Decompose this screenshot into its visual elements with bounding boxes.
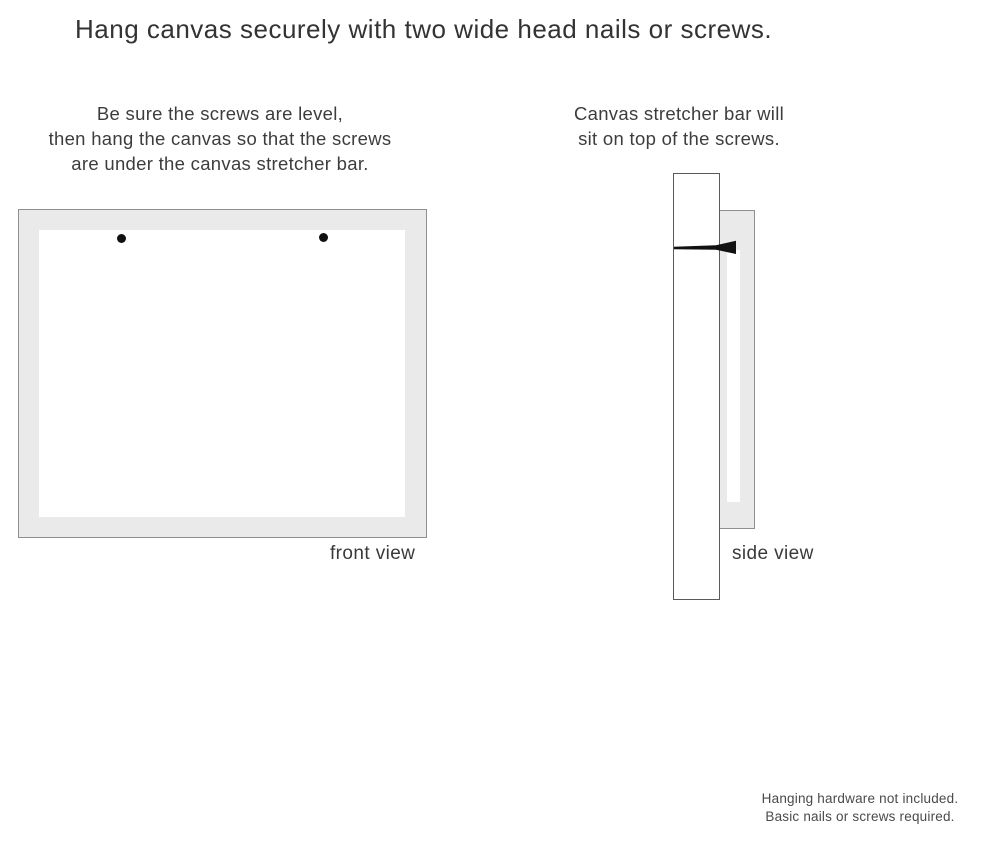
screw-right-icon — [319, 233, 328, 242]
stretcher-bar — [673, 173, 720, 600]
side-note-line-2: sit on top of the screws. — [578, 128, 780, 149]
front-view-canvas-inner-panel — [39, 230, 405, 517]
disclaimer-line-1: Hanging hardware not included. — [761, 791, 959, 806]
page-title: Hang canvas securely with two wide head … — [75, 14, 773, 44]
side-view-canvas-inner-panel — [727, 250, 740, 502]
side-view-label: side view — [732, 543, 814, 564]
side-view-canvas-frame — [719, 210, 755, 529]
side-view-note: Canvas stretcher bar will sit on top of … — [564, 101, 794, 151]
side-note-line-1: Canvas stretcher bar will — [573, 103, 785, 124]
front-note-line-3: are under the canvas stretcher bar. — [71, 153, 369, 174]
nail-icon — [674, 240, 736, 254]
front-note-line-1: Be sure the screws are level, — [96, 103, 344, 124]
front-note-line-2: then hang the canvas so that the screws — [48, 128, 392, 149]
hardware-disclaimer: Hanging hardware not included. Basic nai… — [744, 790, 976, 825]
front-view-label: front view — [330, 543, 416, 564]
disclaimer-line-2: Basic nails or screws required. — [765, 808, 955, 824]
front-view-note: Be sure the screws are level, then hang … — [30, 101, 410, 176]
screw-left-icon — [117, 234, 126, 243]
front-view-canvas-frame — [18, 209, 427, 538]
